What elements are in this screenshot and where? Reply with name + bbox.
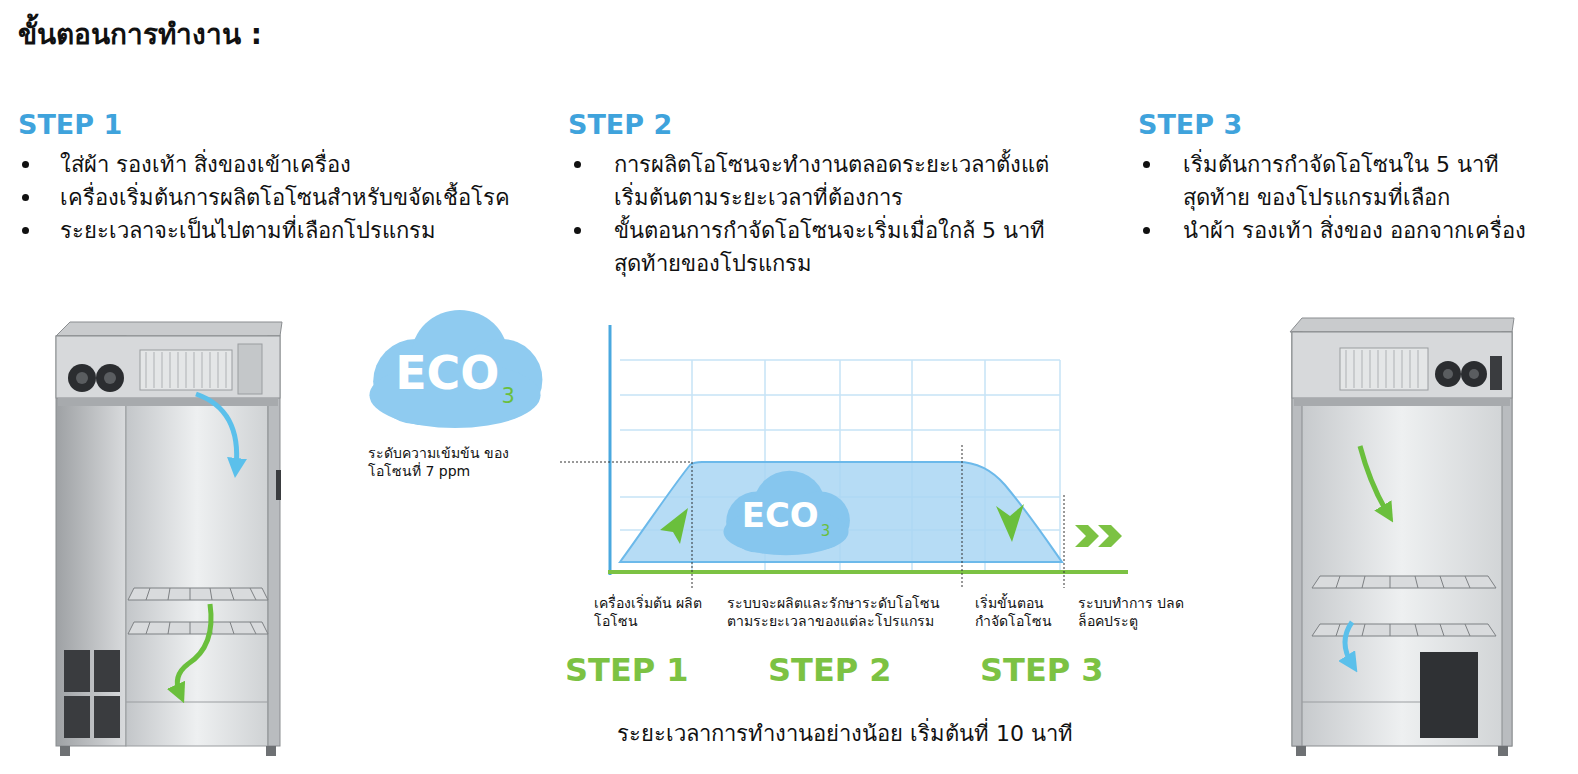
level-guide [560,462,692,463]
vent [94,650,120,692]
fan [68,364,96,392]
hinge [276,470,281,500]
step-heading: STEP 3 [1138,108,1242,142]
phase-step-label: STEP 3 [980,650,1104,690]
step-bullet-text: ขั้นตอนการกำจัดโอโซนจะเริ่มเมื่อใกล้ 5 น… [614,214,1054,280]
step-heading: STEP 1 [18,108,122,142]
phase-step-label: STEP 2 [768,650,892,690]
step-bullet-text: เครื่องเริ่มต้นการผลิตโอโซนสำหรับขจัดเชื… [60,181,540,214]
coil-fins [1346,350,1418,388]
bullet-dot [1143,227,1150,234]
vent [1490,356,1502,390]
fall-arrow [996,504,1024,542]
bullet-dot [1143,161,1150,168]
cloud-text-row: ECO3 [718,470,854,560]
step-heading: STEP 2 [568,108,672,142]
rack-wires [1336,576,1470,588]
bullet-dot [574,161,581,168]
phase-label: ระบบจะผลิตและรักษาระดับโอโซน ตามระยะเวลา… [727,594,947,630]
caption: ระยะเวลาการทำงานอย่างน้อย เริ่มต้นที่ 10… [560,716,1130,751]
x-axis [608,570,1128,574]
cabinet-top [56,322,282,336]
bullet-dot [22,161,29,168]
leg [266,746,276,756]
concentration-note: ระดับความเข้มข้น ของโอโซนที่ 7 ppm [368,444,518,480]
phase-step-label: STEP 1 [565,650,689,690]
vent [64,696,90,738]
cabinet-top [1290,318,1514,332]
phase-divider [1064,495,1065,588]
leg [60,746,70,756]
top-compartment [1292,332,1512,398]
partition [58,398,278,406]
cloud-text-row: ECO3 [362,310,548,436]
rack-wires [146,622,256,634]
bullet-dot [22,194,29,201]
base-unit [1420,652,1478,738]
y-axis [609,325,612,575]
airflow-arrow [177,604,211,694]
airflow-arrow [196,394,237,468]
fan-hub [104,372,116,384]
rack [1312,576,1496,588]
coil [140,350,232,390]
rack [1312,624,1496,636]
phase-label: เครื่องเริ่มต้น ผลิตโอโซน [594,594,704,630]
eco-cloud: ECO3 [362,306,548,432]
airflow-arrow [1345,622,1352,664]
fan-hub [76,372,88,384]
page-title: ขั้นตอนการทำงาน : [18,12,262,56]
rack-wires [1336,624,1470,636]
leg [1296,746,1306,756]
leg [1498,746,1508,756]
eco-cloud: ECO3 [718,468,854,558]
rack [128,622,268,634]
logo-text: ECO [395,346,499,400]
coil-fins [146,352,226,388]
chevron [1075,525,1099,547]
cabinet-right [1290,318,1514,756]
phase-label: เริ่มขั้นตอน กำจัดโอโซน [975,594,1070,630]
logo-text: ECO [742,495,819,535]
fan [96,364,124,392]
logo-subscript: 3 [501,384,514,408]
fan [1435,361,1461,387]
chevron [1098,525,1122,547]
top-compartment [56,336,280,398]
rise-arrow [660,508,688,544]
interior [1292,332,1512,746]
floor-line [1302,702,1420,703]
phase-divider [692,462,693,588]
vent [64,650,90,692]
rack-wires [146,588,256,600]
fan-hub [1443,369,1453,379]
fan-hub [1469,369,1479,379]
bullet-dot [574,227,581,234]
coil [1340,348,1428,390]
logo-subscript: 3 [821,522,831,540]
step-bullet-text: ใส่ผ้า รองเท้า สิ่งของเข้าเครื่อง [60,148,540,181]
step-bullet-text: นำผ้า รองเท้า สิ่งของ ออกจากเครื่อง [1183,214,1563,247]
rack [128,588,268,600]
bullet-dot [22,227,29,234]
ozone-level-area [620,462,1062,562]
phase-divider [962,445,963,588]
compartment-part [238,344,262,394]
step-bullet-text: การผลิตโอโซนจะทำงานตลอดระยะเวลาตั้งแต่ เ… [614,148,1054,214]
floor-line [126,702,268,703]
step-bullet-text: ระยะเวลาจะเป็นไปตามที่เลือกโปรแกรม [60,214,540,247]
cabinet-left [56,322,282,756]
fan [1461,361,1487,387]
step-bullet-text: เริ่มต้นการกำจัดโอโซนใน 5 นาทีสุดท้าย ขอ… [1183,148,1563,214]
phase-label: ระบบทำการ ปลดล็อคประตู [1078,594,1188,630]
vent [94,696,120,738]
partition [1294,398,1510,406]
ozone-chart [560,325,1128,588]
airflow-arrow [1360,446,1388,514]
